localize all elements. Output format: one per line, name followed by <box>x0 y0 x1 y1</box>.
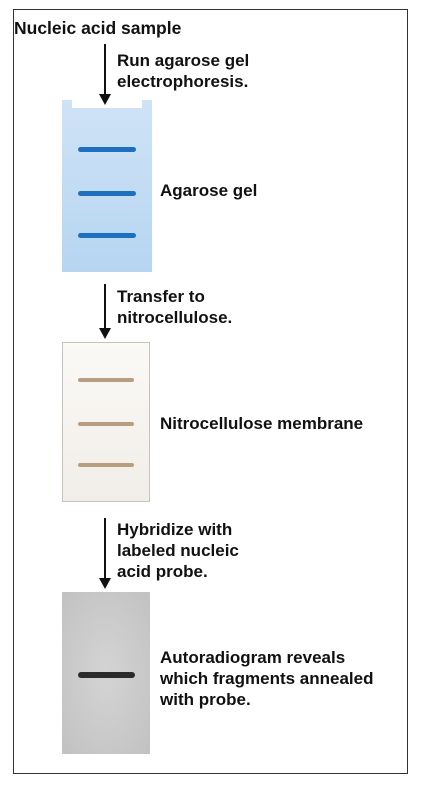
label-agarose-gel: Agarose gel <box>160 181 258 200</box>
down-arrow-1 <box>99 44 111 105</box>
label-autoradiogram: Autoradiogram reveals which fragments an… <box>160 648 374 709</box>
agarose-gel <box>62 100 152 272</box>
autoradiogram-band <box>78 672 135 678</box>
membrane-band <box>78 378 134 382</box>
diagram-title: Nucleic acid sample <box>14 18 182 38</box>
step-hybridize: Hybridize with labeled nucleic acid prob… <box>117 520 239 581</box>
figure-frame <box>13 9 408 774</box>
gel-band <box>78 233 136 238</box>
membrane-band <box>78 463 134 467</box>
down-arrow-3 <box>99 518 111 589</box>
step-transfer: Transfer to nitrocellulose. <box>117 287 233 327</box>
membrane-band <box>78 422 134 426</box>
gel-band <box>78 147 136 152</box>
down-arrow-2 <box>99 284 111 339</box>
gel-band <box>78 191 136 196</box>
step-run-electrophoresis: Run agarose gel electrophoresis. <box>117 51 250 91</box>
label-nitrocellulose-membrane: Nitrocellulose membrane <box>160 414 364 433</box>
